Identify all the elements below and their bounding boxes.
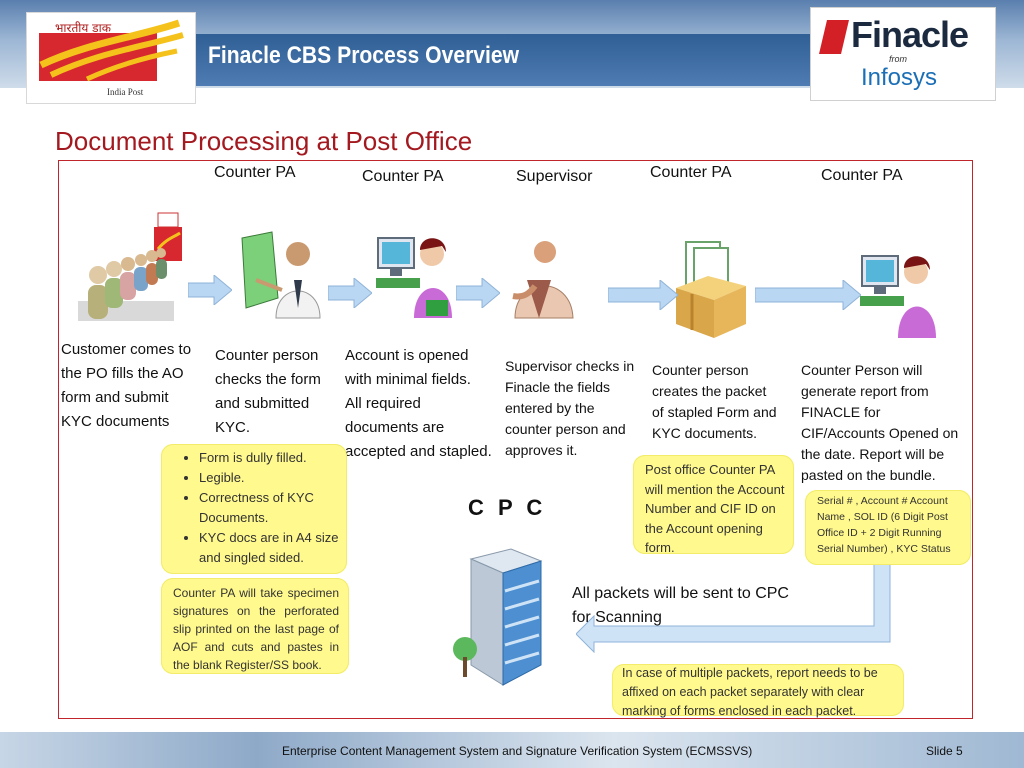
checklist-item: Form is dully filled. — [199, 448, 347, 468]
checklist-item: KYC docs are in A4 size and singled side… — [199, 528, 347, 568]
desc-account-opened: Account is opened with minimal fields. A… — [345, 347, 492, 460]
header-title-band — [195, 34, 810, 86]
desc-counter-check: Counter person checks the form and submi… — [215, 347, 321, 436]
counter-pa-computer-icon-2 — [860, 255, 936, 338]
role-label-supervisor: Supervisor — [516, 168, 593, 185]
counter-pa-computer-icon — [376, 237, 452, 318]
india-post-caption: India Post — [107, 87, 144, 97]
role-label-counter-pa-4: Counter PA — [821, 167, 903, 184]
note-form-checklist: Form is dully filled. Legible. Correctne… — [161, 444, 347, 574]
flow-arrow-2 — [328, 278, 372, 308]
checklist-item: Legible. — [199, 468, 347, 488]
india-post-hindi-text: भारतीय डाक — [55, 21, 111, 35]
return-to-cpc-arrow — [576, 564, 891, 654]
header-title: Finacle CBS Process Overview — [208, 42, 520, 69]
finacle-logo: Finacle from Infosys — [810, 7, 996, 101]
flow-arrow-5 — [755, 280, 861, 310]
desc-supervisor-approval: Supervisor checks in Finacle the fields … — [505, 358, 635, 458]
cpc-description: All packets will be sent to CPC for Scan… — [572, 585, 789, 626]
note-report-fields: Serial # , Account # Account Name , SOL … — [805, 490, 971, 565]
note-account-number-mention: Post office Counter PA will mention the … — [633, 455, 794, 555]
queue-customers-icon — [78, 212, 182, 321]
note-multiple-packets: In case of multiple packets, report need… — [612, 664, 904, 718]
footer-bar — [0, 732, 1024, 768]
footer-system-name: Enterprise Content Management System and… — [282, 744, 753, 758]
finacle-wordmark: Finacle — [851, 14, 969, 55]
checklist-item: Correctness of KYC Documents. — [199, 488, 347, 528]
role-label-counter-pa-3: Counter PA — [650, 164, 732, 181]
role-label-counter-pa-1: Counter PA — [214, 164, 296, 181]
india-post-emblem-icon — [39, 19, 184, 82]
india-post-logo: भारतीय डाक India Post — [26, 12, 196, 104]
cpc-building-icon — [453, 548, 543, 686]
finacle-from-text: from — [889, 54, 907, 64]
supervisor-figure-icon — [512, 241, 574, 319]
counter-person-checking-form-icon — [241, 231, 321, 319]
desc-customer-visit: Customer comes to the PO fills the AO fo… — [61, 341, 192, 430]
cpc-title: C P C — [468, 495, 547, 520]
flow-arrow-3 — [456, 278, 500, 308]
note-specimen-signatures: Counter PA will take specimen signatures… — [161, 578, 349, 674]
document-packet-box-icon — [676, 241, 746, 338]
infosys-wordmark: Infosys — [861, 64, 938, 91]
desc-packet-creation: Counter person creates the packet of sta… — [652, 362, 777, 441]
desc-report-generation: Counter Person will generate report from… — [801, 362, 959, 483]
flow-arrow-1 — [188, 275, 232, 305]
finacle-mark-icon — [819, 20, 849, 54]
role-label-counter-pa-2: Counter PA — [362, 168, 444, 185]
flow-arrow-4 — [608, 280, 678, 310]
slide-number: Slide 5 — [926, 744, 963, 758]
section-title: Document Processing at Post Office — [55, 126, 473, 156]
